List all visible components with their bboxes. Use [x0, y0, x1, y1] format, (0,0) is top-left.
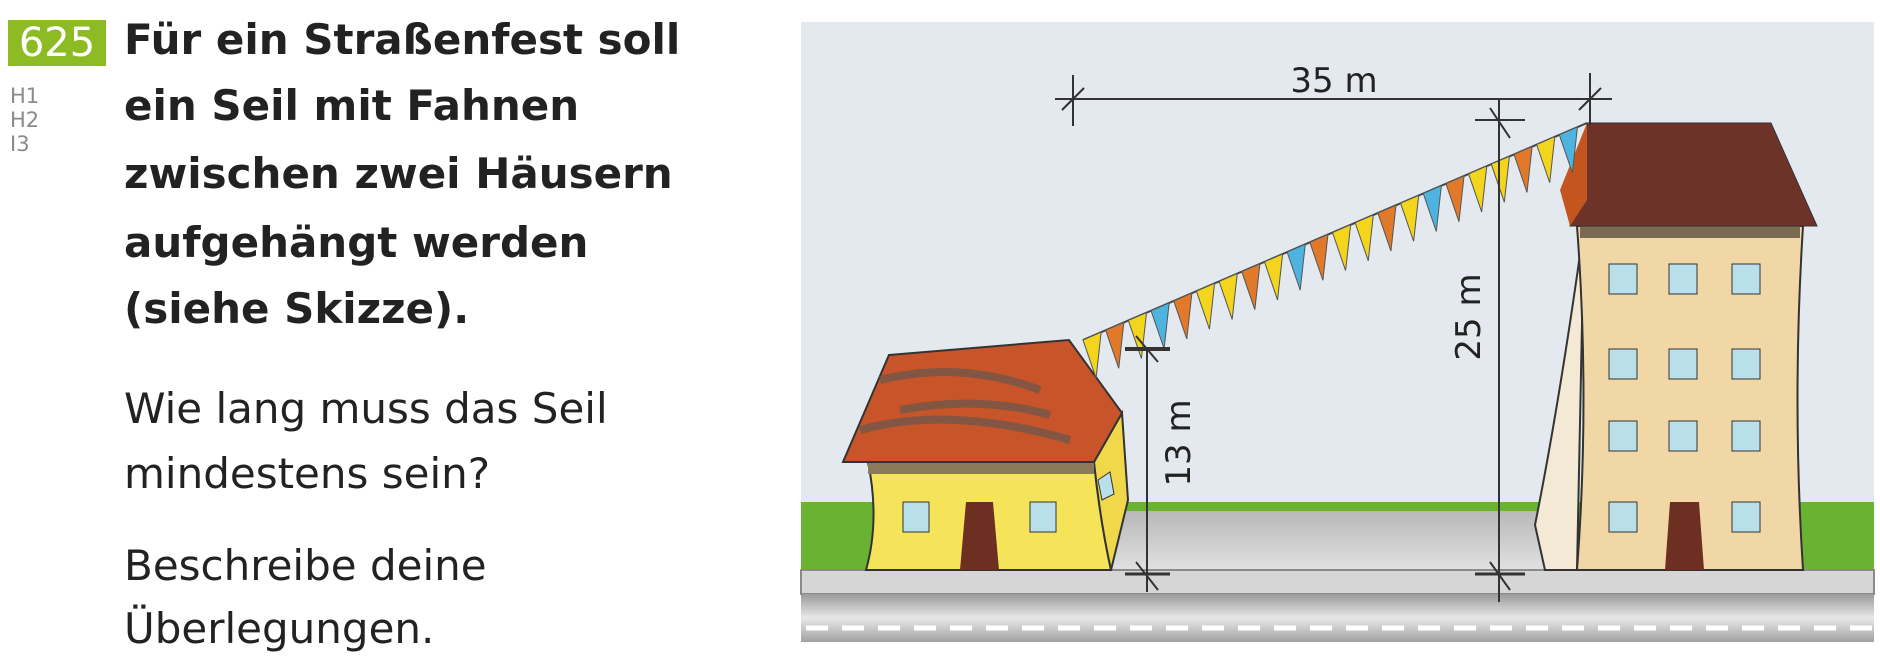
tall-house-height-label: 25 m	[1449, 273, 1489, 360]
flag	[1195, 282, 1216, 330]
window	[1668, 348, 1698, 380]
window	[1608, 420, 1638, 452]
window	[1731, 501, 1761, 533]
prompt-line: mindestens sein?	[124, 449, 491, 498]
competency-label: H1	[10, 84, 40, 108]
instruction-line: Beschreibe deine	[124, 541, 487, 590]
flag	[1331, 223, 1352, 271]
question-line: ein Seil mit Fahnen	[124, 81, 580, 130]
flag	[1490, 155, 1511, 203]
window	[1731, 348, 1761, 380]
sidewalk	[800, 569, 1875, 595]
instruction-line: Überlegungen.	[124, 604, 435, 653]
flag	[1354, 214, 1374, 261]
flag	[1558, 126, 1579, 174]
flag	[1241, 262, 1261, 310]
flag	[1082, 331, 1102, 379]
flag-garland	[1082, 126, 1579, 379]
flag	[1150, 302, 1170, 349]
flag	[1536, 135, 1556, 183]
competency-label: H2	[10, 108, 40, 132]
flag	[1467, 165, 1488, 213]
window	[1608, 501, 1638, 533]
flag	[1218, 272, 1238, 320]
flag	[1377, 204, 1397, 252]
distance-label: 35 m	[1290, 61, 1377, 101]
window-grid	[1608, 263, 1761, 533]
window	[1668, 263, 1698, 295]
window	[1668, 420, 1698, 452]
flag	[1513, 145, 1533, 193]
window	[1731, 420, 1761, 452]
prompt-line: Wie lang muss das Seil	[124, 384, 608, 433]
window	[1608, 263, 1638, 295]
question-line: (siehe Skizze).	[124, 284, 470, 333]
question-line: aufgehängt werden	[124, 218, 589, 267]
question-line: zwischen zwei Häusern	[124, 149, 673, 198]
window	[1731, 263, 1761, 295]
task-number-badge: 625	[8, 20, 106, 66]
flag	[1105, 321, 1125, 369]
question-line: Für ein Straßenfest soll	[124, 15, 681, 64]
small-house-height-label: 13 m	[1159, 399, 1199, 486]
flag	[1399, 194, 1420, 242]
flag	[1422, 184, 1442, 232]
flag	[1309, 233, 1329, 281]
road	[801, 594, 1874, 642]
flag	[1263, 253, 1284, 301]
small-house	[841, 338, 1130, 571]
tall-house	[1533, 122, 1818, 571]
street-gap	[1110, 511, 1550, 572]
flag	[1173, 292, 1193, 340]
flag	[1286, 243, 1306, 291]
window	[1608, 348, 1638, 380]
flag	[1445, 175, 1465, 222]
competency-label: I3	[10, 132, 30, 156]
